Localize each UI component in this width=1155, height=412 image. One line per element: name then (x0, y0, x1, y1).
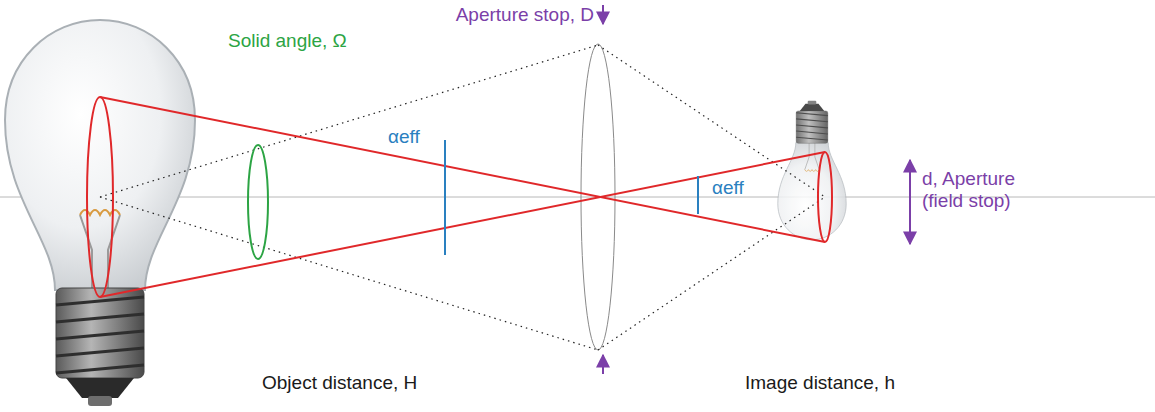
distance-label: Object distance, H (262, 372, 417, 394)
label-text: Solid angle, Ω (228, 30, 347, 51)
solid-angle-ellipse (248, 145, 268, 259)
image-bulb (778, 101, 846, 240)
label-text: Object distance, H (262, 372, 417, 393)
solid-angle-label: Solid angle, Ω (228, 30, 347, 52)
label-text: Image distance, h (745, 372, 895, 393)
label-text: d, Aperture (field stop) (922, 168, 1015, 211)
marginal-rays (100, 45, 825, 350)
field-stop-label: d, Aperture (field stop) (922, 168, 1040, 212)
distance-label: Image distance, h (745, 372, 895, 394)
aperture-stop-label: Aperture stop, D (456, 4, 594, 26)
object-bulb (5, 20, 195, 406)
label-text: Aperture stop, D (456, 4, 594, 25)
label-text: αeff (388, 126, 420, 147)
angle-marker (444, 140, 446, 255)
chief-rays (87, 97, 832, 297)
stop-arrow (602, 5, 604, 24)
angle-label: αeff (712, 177, 744, 199)
field-stop-arrow (909, 160, 911, 244)
label-text: αeff (712, 177, 744, 198)
stop-arrow (602, 355, 604, 374)
angle-marker (697, 176, 699, 214)
angle-label: αeff (388, 126, 420, 148)
